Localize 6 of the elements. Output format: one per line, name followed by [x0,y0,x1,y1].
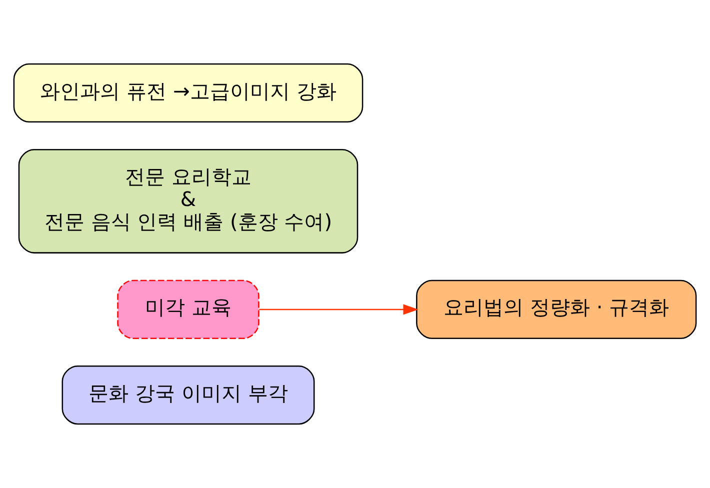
node-box: 전문 요리학교 & 전문 음식 인력 배출 (훈장 수여) [18,148,358,254]
node-box: 와인과의 퓨전 →고급이미지 강화 [13,63,364,123]
node-box: 미각 교육 [117,280,260,340]
arrow [259,304,418,315]
node-box: 문화 강국 이미지 부각 [62,365,315,425]
node-box: 요리법의 정량화 · 규격화 [416,280,697,340]
